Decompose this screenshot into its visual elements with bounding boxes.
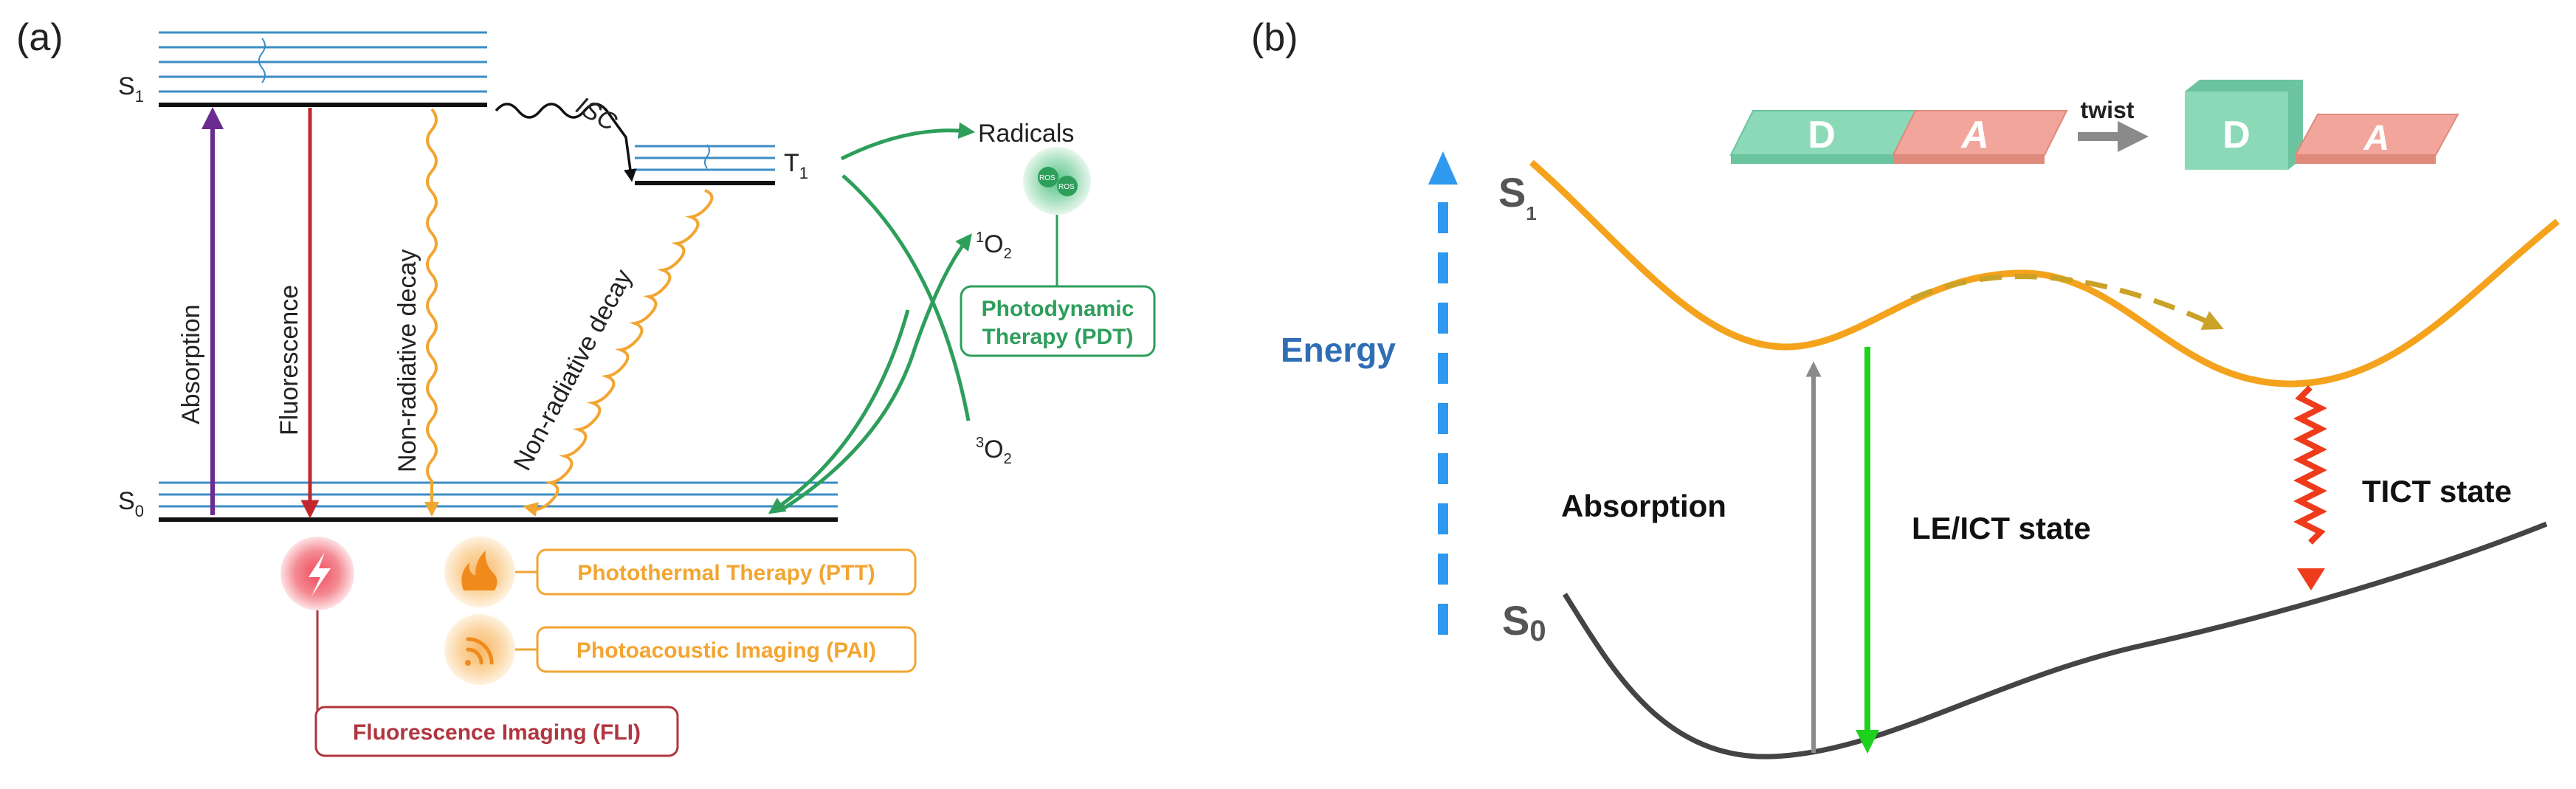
nonrad-decay-label-1: Non-radiative decay — [393, 249, 421, 472]
panel-a-label: (a) — [16, 16, 63, 59]
panel-b: (b) D A twist D A Energy S1 — [1251, 16, 2560, 759]
le-ict-label: LE/ICT state — [1912, 511, 2091, 545]
t1-label: T1 — [784, 149, 808, 182]
s0-curve — [1563, 521, 2548, 759]
ptt-label: Photothermal Therapy (PTT) — [577, 561, 875, 585]
energy-arrowhead — [1428, 151, 1458, 185]
planar-da-molecule: D A — [1729, 110, 2068, 164]
fli-label: Fluorescence Imaging (FLI) — [353, 720, 641, 745]
panel-b-label: (b) — [1251, 16, 1298, 59]
twisted-acceptor-label: A — [2363, 119, 2390, 158]
pdt-box — [960, 285, 1156, 357]
ros-molecule-1 — [1038, 167, 1058, 187]
pai-box — [536, 626, 917, 673]
pdt-label-line1: Photodynamic — [982, 297, 1134, 321]
pai-label: Photoacoustic Imaging (PAI) — [576, 638, 876, 663]
t1-squiggle — [704, 144, 710, 169]
tict-label: TICT state — [2362, 474, 2512, 509]
s0-label: S0 — [118, 487, 144, 520]
fluorescence-label: Fluorescence — [275, 285, 303, 435]
radicals-label: Radicals — [978, 120, 1074, 148]
s1-curve-label: S1 — [1498, 169, 1537, 224]
nonrad-decay-wave-2 — [523, 189, 714, 517]
nonrad-decay-arrow-1 — [424, 108, 439, 517]
acceptor-label: A — [1960, 114, 1989, 156]
absorption-label-b: Absorption — [1561, 489, 1726, 523]
s0-vibrational-levels — [159, 481, 838, 508]
panel-a: (a) S1 S0 T1 Absorption — [16, 16, 1156, 757]
ptt-box — [536, 548, 917, 596]
s1-vibrational-levels — [159, 31, 487, 93]
s0-curve-label: S0 — [1502, 597, 1546, 647]
twisted-da-molecule: D A — [2185, 80, 2459, 170]
t1-vibrational-levels — [635, 145, 775, 171]
absorption-label: Absorption — [177, 304, 205, 424]
isc-arrow — [495, 103, 637, 182]
energy-transfer-arrow — [841, 174, 971, 421]
energy-label: Energy — [1281, 331, 1396, 369]
twisted-donor-label: D — [2222, 114, 2250, 156]
triplet-oxygen-label: 3O2 — [976, 435, 1012, 467]
lightning-icon — [309, 552, 331, 596]
twist-pathway-arrow — [1910, 274, 2224, 330]
pai-bubble — [444, 614, 515, 685]
twist-label: twist — [2081, 97, 2135, 123]
signal-icon — [465, 637, 494, 666]
isc-label: ISC — [571, 92, 621, 137]
twisted-donor-plate — [2185, 92, 2288, 170]
s1-curve — [1529, 159, 2560, 387]
flame-icon — [461, 551, 497, 590]
donor-label: D — [1808, 114, 1836, 156]
tict-arrowhead — [2297, 568, 2325, 590]
s1-squiggle — [258, 38, 266, 83]
radicals-arrow — [840, 122, 976, 161]
ros-label-2: ROS — [1058, 183, 1075, 191]
pdt-label-line2: Therapy (PDT) — [982, 325, 1133, 349]
ground-return-arrow — [768, 309, 910, 514]
fli-box — [314, 706, 679, 757]
ros-label-1: ROS — [1039, 174, 1055, 182]
ros-molecule-2 — [1057, 176, 1078, 196]
tict-decay-arrow — [2293, 385, 2327, 545]
singlet-oxygen-arrow — [781, 233, 972, 511]
s1-label: S1 — [118, 72, 144, 106]
singlet-oxygen-label: 1O2 — [976, 230, 1012, 262]
